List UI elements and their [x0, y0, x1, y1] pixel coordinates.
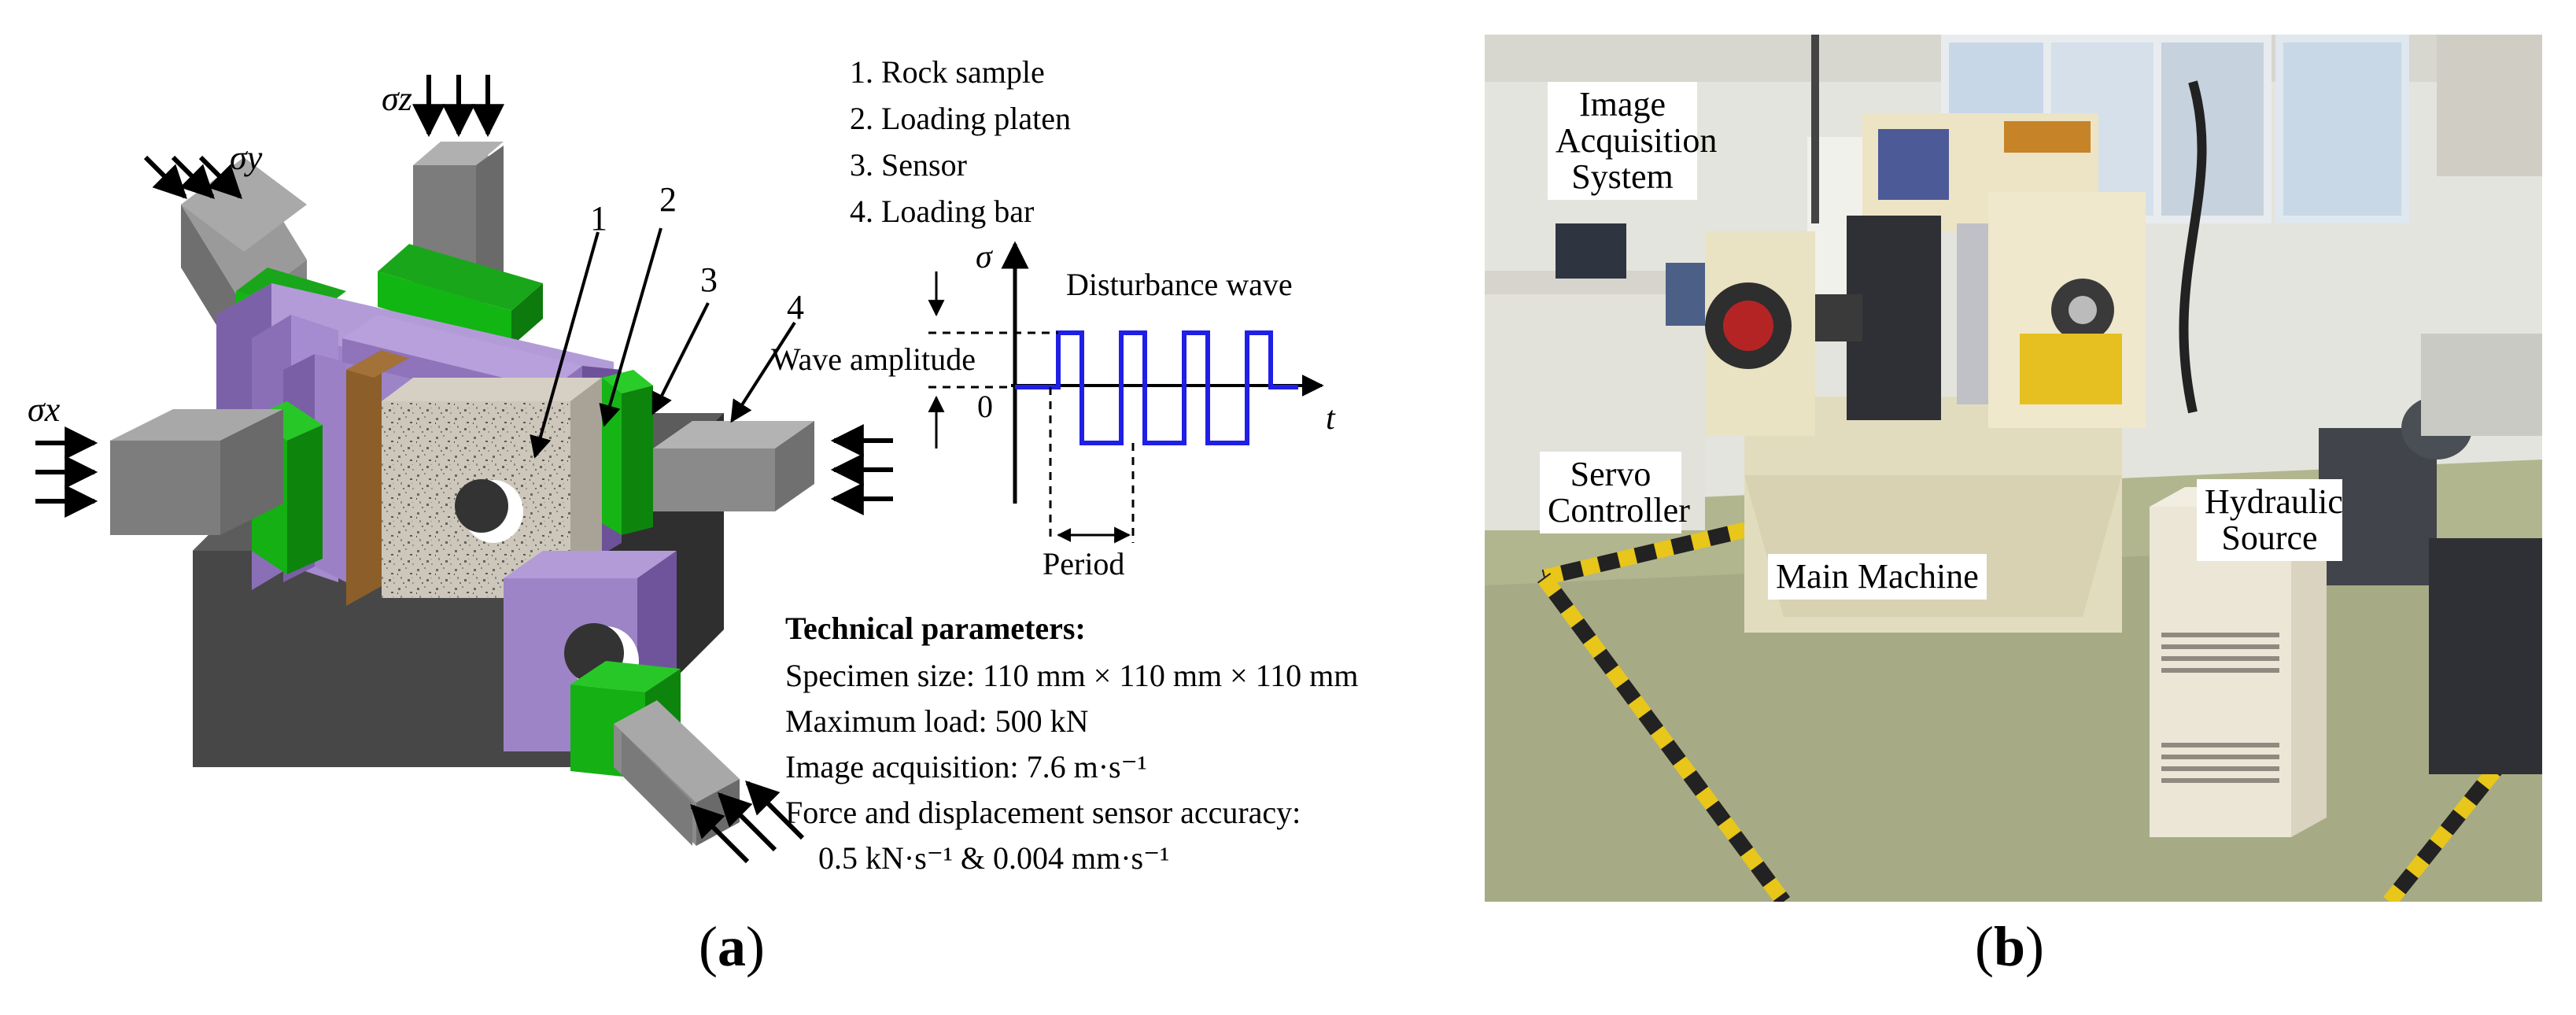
panel-label-a-letter: a: [717, 915, 746, 978]
technical-line-3: Image acquisition: 7.6 m·s⁻¹: [785, 749, 1147, 784]
callout-lines: [530, 227, 796, 459]
stress-arrows: [35, 75, 893, 864]
panel-label-b-letter: b: [1993, 915, 2026, 978]
technical-line-1: Specimen size: 110 mm × 110 mm × 110 mm: [785, 658, 1358, 693]
sensor-right: [602, 370, 653, 535]
disturbance-wave-schematic: σ t Disturbance wave Wave amplitude 0 Pe…: [771, 239, 1336, 581]
sensor-top: [378, 244, 543, 346]
apparatus-photo: Image Acquisition System Servo Controlle…: [1485, 35, 2542, 902]
wave-zero-label: 0: [977, 389, 993, 424]
callout-1: 1: [590, 199, 607, 238]
label-hydraulic-source: Hydraulic Source: [2197, 479, 2343, 561]
wave-sigma-label: σ: [976, 239, 994, 275]
technical-line-5: 0.5 kN·s⁻¹ & 0.004 mm·s⁻¹: [818, 840, 1169, 876]
brown-platen: [346, 350, 382, 606]
legend-item-4: 4. Loading bar: [850, 194, 1034, 229]
callout-4: 4: [787, 288, 804, 327]
technical-heading: Technical parameters:: [785, 611, 1086, 646]
panel-label-b: (b): [1975, 915, 2045, 978]
loading-bar-x: [110, 409, 283, 535]
label-image-acquisition: Image Acquisition System: [1548, 82, 1717, 200]
sigma-z-label: σz: [382, 79, 412, 118]
technical-parameters: Technical parameters: Specimen size: 110…: [785, 611, 1358, 876]
loading-bar-right: [653, 421, 814, 511]
sigma-x-label: σx: [28, 390, 61, 429]
technical-line-2: Maximum load: 500 kN: [785, 703, 1089, 739]
loading-bar-front: [614, 700, 740, 846]
label-servo-controller: Servo Controller: [1540, 452, 1690, 533]
panel-label-a: (a): [699, 915, 765, 978]
rock-sample: [382, 378, 602, 598]
legend-item-1: 1. Rock sample: [850, 54, 1045, 90]
wave-period-label: Period: [1043, 546, 1124, 581]
legend-item-3: 3. Sensor: [850, 147, 967, 183]
loading-apparatus-diagram: σz σy σx 1 2 3 4: [28, 75, 893, 864]
label-main-machine: Main Machine: [1768, 554, 1987, 600]
technical-line-4: Force and displacement sensor accuracy:: [785, 795, 1301, 830]
callout-2: 2: [659, 180, 677, 219]
wave-amplitude-label: Wave amplitude: [771, 341, 976, 377]
legend: 1. Rock sample 2. Loading platen 3. Sens…: [850, 54, 1071, 229]
wave-title: Disturbance wave: [1066, 267, 1293, 302]
square-wave: [1015, 330, 1298, 445]
callout-3: 3: [700, 260, 718, 299]
sigma-y-label: σy: [230, 138, 263, 177]
wave-t-label: t: [1326, 400, 1336, 437]
legend-item-2: 2. Loading platen: [850, 101, 1071, 136]
